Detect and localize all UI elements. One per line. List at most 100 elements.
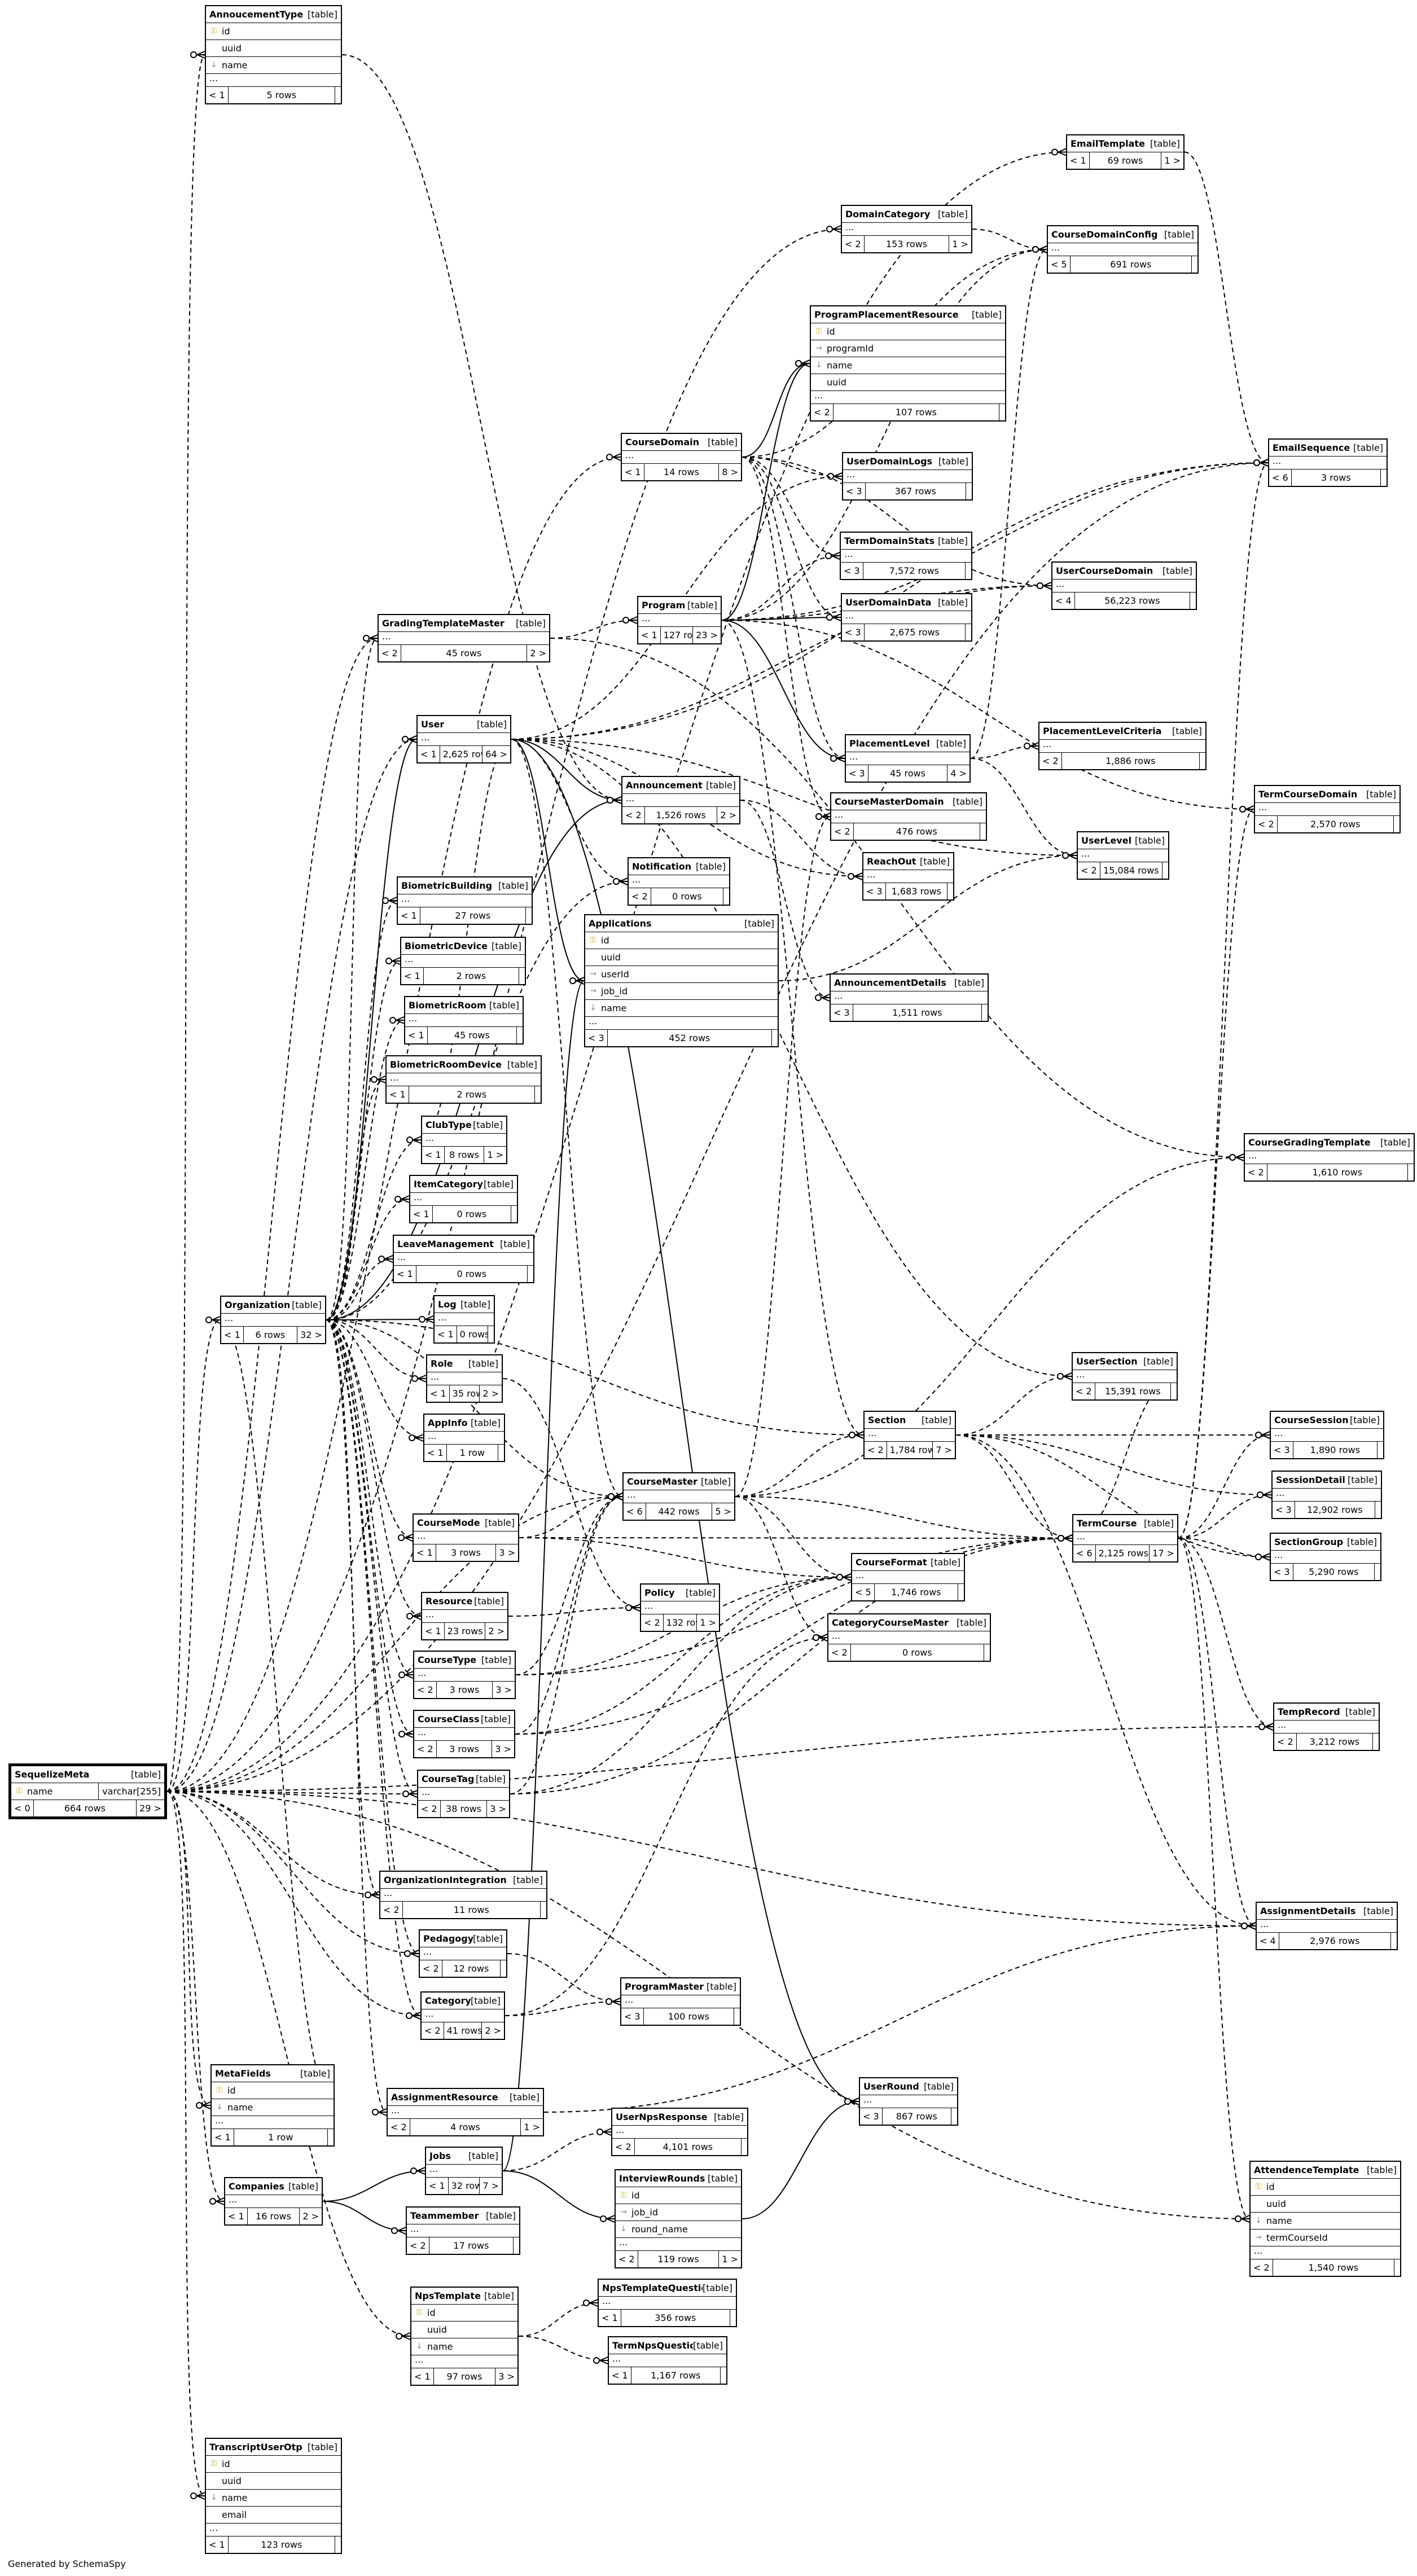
table-name[interactable]: SequelizeMeta (15, 1769, 90, 1780)
table-header[interactable]: Jobs[table] (426, 2148, 502, 2165)
parent-count[interactable]: < 2 (641, 1614, 664, 1631)
table-header[interactable]: MetaFields[table] (212, 2065, 334, 2082)
table-name[interactable]: CourseDomain (625, 437, 700, 447)
child-count[interactable]: 3 > (490, 1803, 506, 1814)
parent-count[interactable]: < 1 (405, 1027, 428, 1043)
table-header[interactable]: SequelizeMeta[table] (11, 1766, 164, 1783)
column-row[interactable]: ⚿id (212, 2082, 334, 2099)
table-name[interactable]: Teammember (410, 2210, 479, 2221)
child-count[interactable] (723, 888, 729, 905)
table-name[interactable]: InterviewRounds (619, 2173, 705, 2184)
child-count[interactable] (721, 2367, 726, 2384)
child-count[interactable]: 1 > (1164, 155, 1181, 166)
table-interview-rounds[interactable]: InterviewRounds[table]⚿id→job_id↓round_n… (615, 2169, 742, 2268)
column-row[interactable]: ⚿id (616, 2187, 741, 2204)
column-row[interactable]: ↓name (411, 2338, 517, 2355)
table-name[interactable]: Role (431, 1358, 453, 1369)
parent-count[interactable]: < 2 (811, 404, 833, 420)
column-row[interactable]: ↓name (1251, 2213, 1400, 2230)
table-header[interactable]: Notification[table] (629, 858, 729, 875)
parent-count[interactable]: < 2 (380, 1902, 403, 1918)
parent-count[interactable]: < 5 (852, 1584, 875, 1600)
table-name[interactable]: AnnoucementType (209, 9, 304, 20)
parent-count[interactable]: < 2 (1039, 753, 1062, 769)
table-header[interactable]: BiometricRoomDevice[table] (387, 1056, 541, 1073)
column-row[interactable]: ⚿id (811, 323, 1005, 340)
child-count[interactable]: 2 > (720, 810, 736, 820)
table-name[interactable]: PlacementLevel (849, 738, 930, 749)
child-count[interactable] (982, 1004, 988, 1021)
table-header[interactable]: LeaveManagement[table] (394, 1236, 533, 1253)
parent-count[interactable]: < 3 (621, 2008, 644, 2025)
child-count[interactable] (1200, 753, 1205, 769)
table-header[interactable]: Organization[table] (221, 1297, 325, 1314)
parent-count[interactable]: < 1 (411, 2368, 434, 2385)
child-count[interactable]: 23 > (696, 630, 718, 640)
parent-count[interactable]: < 3 (585, 1030, 608, 1046)
table-name[interactable]: UserNpsResponse (616, 2112, 708, 2122)
table-header[interactable]: Teammember[table] (407, 2208, 519, 2224)
parent-count[interactable]: < 1 (638, 627, 661, 643)
column-row[interactable]: →programId (811, 340, 1005, 357)
parent-count[interactable]: < 1 (206, 2536, 229, 2553)
child-count[interactable] (498, 1445, 504, 1461)
child-count[interactable] (966, 483, 972, 499)
child-count[interactable] (1375, 1502, 1381, 1518)
parent-count[interactable]: < 1 (206, 87, 229, 103)
child-count[interactable] (1377, 1442, 1383, 1458)
child-count[interactable]: 8 > (722, 467, 738, 477)
child-count[interactable] (1391, 1933, 1397, 1949)
parent-count[interactable]: < 1 (422, 1147, 445, 1163)
child-count[interactable] (514, 2237, 519, 2254)
table-name[interactable]: CourseClass (418, 1714, 480, 1724)
table-header[interactable]: GradingTemplateMaster[table] (379, 615, 549, 632)
child-count[interactable] (511, 1206, 517, 1222)
table-header[interactable]: Section[table] (865, 1412, 955, 1429)
table-name[interactable]: SessionDetail (1276, 1474, 1345, 1485)
table-header[interactable]: DomainCategory[table] (842, 206, 971, 223)
table-header[interactable]: Companies[table] (225, 2178, 322, 2195)
child-count[interactable]: 7 > (936, 1445, 952, 1455)
table-name[interactable]: AttendenceTemplate (1254, 2165, 1359, 2175)
parent-count[interactable]: < 4 (1052, 593, 1075, 609)
table-header[interactable]: CourseMasterDomain[table] (831, 793, 986, 810)
table-name[interactable]: CourseSession (1274, 1415, 1349, 1425)
parent-count[interactable]: < 6 (1073, 1545, 1096, 1561)
parent-count[interactable]: < 2 (622, 807, 645, 823)
child-count[interactable] (488, 1326, 494, 1342)
parent-count[interactable]: < 1 (398, 907, 420, 924)
column-row[interactable]: ↓name (585, 1000, 778, 1017)
table-name[interactable]: TranscriptUserOtp (209, 2442, 302, 2452)
child-count[interactable] (1190, 593, 1196, 609)
child-count[interactable] (541, 1902, 546, 1918)
table-name[interactable]: CourseTag (422, 1774, 475, 1784)
parent-count[interactable]: < 0 (11, 1800, 34, 1816)
table-header[interactable]: CourseClass[table] (414, 1711, 514, 1728)
child-count[interactable]: 4 > (950, 768, 967, 779)
table-header[interactable]: Role[table] (427, 1355, 502, 1372)
table-name[interactable]: UserCourseDomain (1056, 565, 1153, 576)
child-count[interactable] (999, 404, 1005, 420)
table-name[interactable]: Section (868, 1415, 906, 1425)
column-row[interactable]: ⚿id (206, 23, 341, 40)
table-name[interactable]: BiometricRoom (409, 1000, 486, 1011)
child-count[interactable]: 1 > (700, 1617, 716, 1628)
table-header[interactable]: AttendenceTemplate[table] (1251, 2162, 1400, 2179)
table-name[interactable]: NpsTemplate (415, 2290, 481, 2301)
table-header[interactable]: InterviewRounds[table] (616, 2170, 741, 2187)
